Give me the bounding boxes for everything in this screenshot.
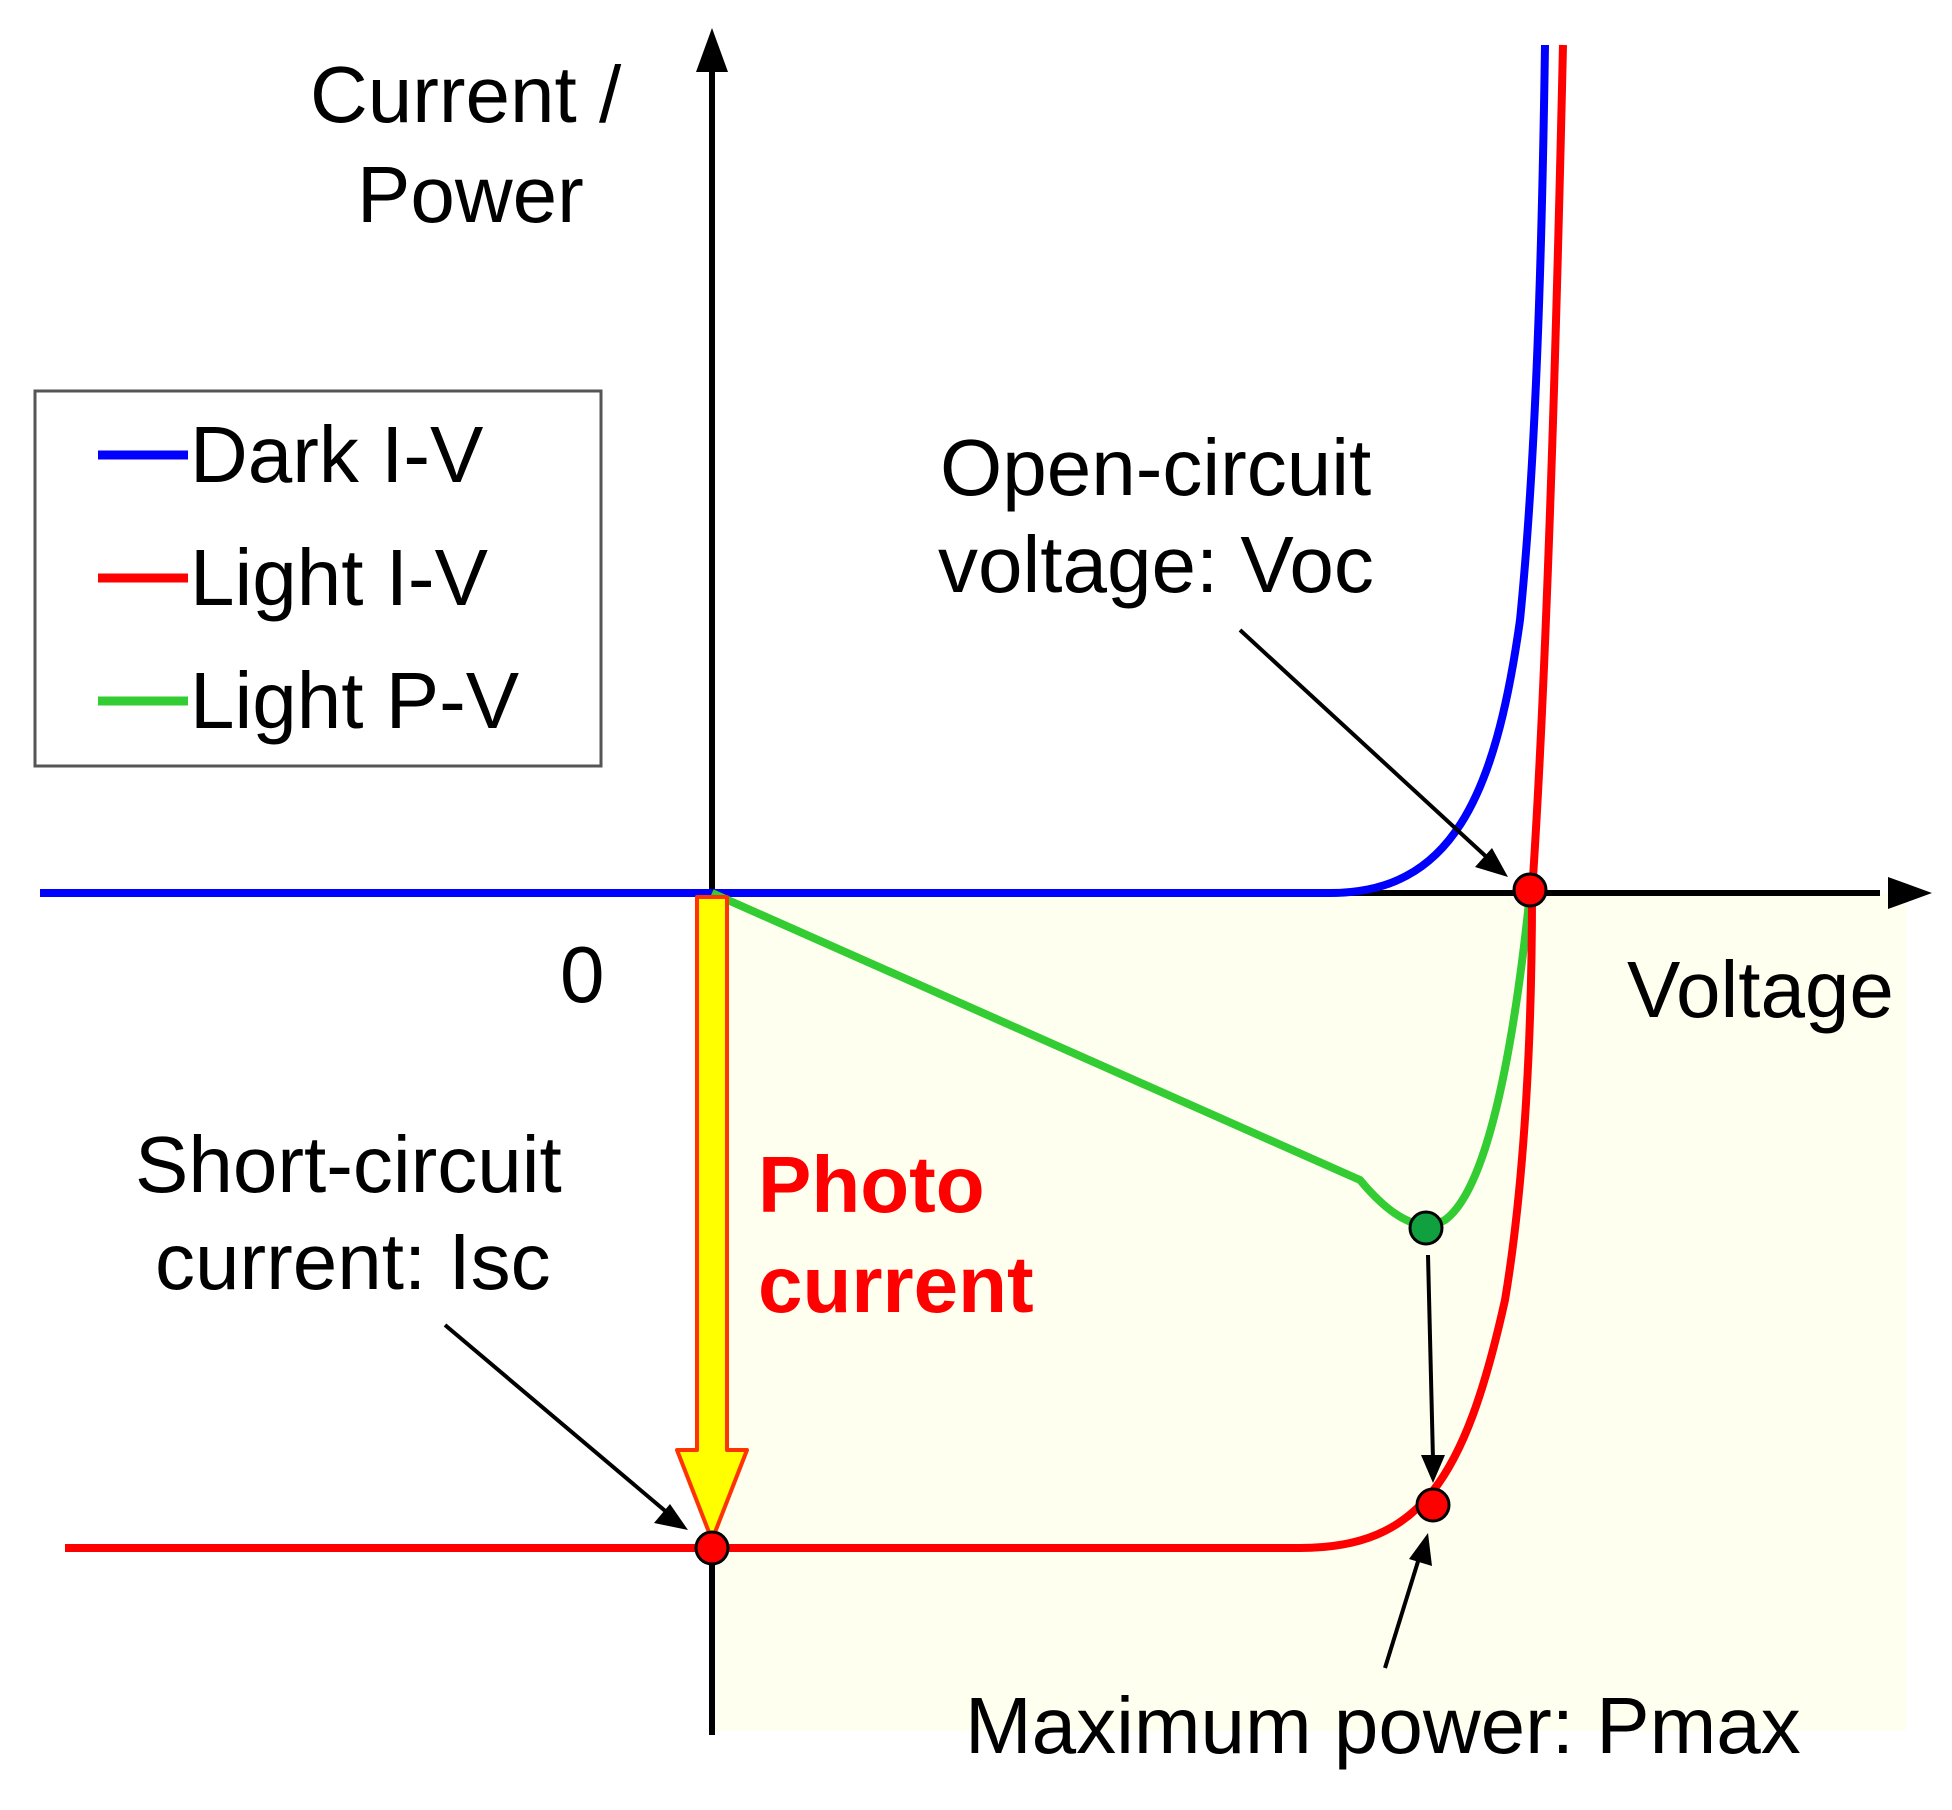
isc-label-line1: Short-circuit — [135, 1120, 562, 1209]
pmax-label: Maximum power: Pmax — [965, 1681, 1801, 1770]
light-iv-curve — [65, 44, 1567, 1552]
pmax-iv-point — [1415, 1487, 1451, 1523]
dark-iv-curve — [40, 44, 1549, 897]
pmax-pv-point — [1408, 1210, 1444, 1246]
photo-current-arrow — [675, 895, 749, 1542]
y-axis-arrowhead — [696, 28, 728, 72]
pv-to-iv-pointer-arrow — [1421, 1254, 1445, 1483]
y-axis-label-line1: Current / — [310, 50, 622, 139]
voc-pointer-arrow — [1238, 628, 1508, 877]
x-axis-arrowhead — [1888, 877, 1932, 909]
voc-label-line1: Open-circuit — [940, 423, 1371, 512]
legend-label-light-pv: Light P-V — [190, 656, 520, 745]
legend: Dark I-V Light I-V Light P-V — [33, 389, 603, 768]
voc-point — [1512, 872, 1548, 908]
x-axis-label: Voltage — [1627, 945, 1894, 1034]
photo-current-label-line1: Photo — [758, 1140, 985, 1229]
light-pv-curve — [710, 889, 1534, 1229]
origin-label: 0 — [560, 930, 605, 1019]
legend-label-dark-iv: Dark I-V — [190, 410, 484, 499]
isc-pointer-arrow — [443, 1323, 688, 1530]
isc-point — [694, 1530, 730, 1566]
y-axis-label-line2: Power — [357, 150, 584, 239]
pmax-pointer-arrow — [1383, 1533, 1432, 1669]
photo-current-label-line2: current — [758, 1240, 1034, 1329]
fourth-quadrant-shading — [712, 893, 1906, 1731]
isc-label-line2: current: Isc — [155, 1217, 551, 1306]
voc-label-line2: voltage: Voc — [938, 520, 1374, 609]
legend-label-light-iv: Light I-V — [190, 533, 489, 622]
